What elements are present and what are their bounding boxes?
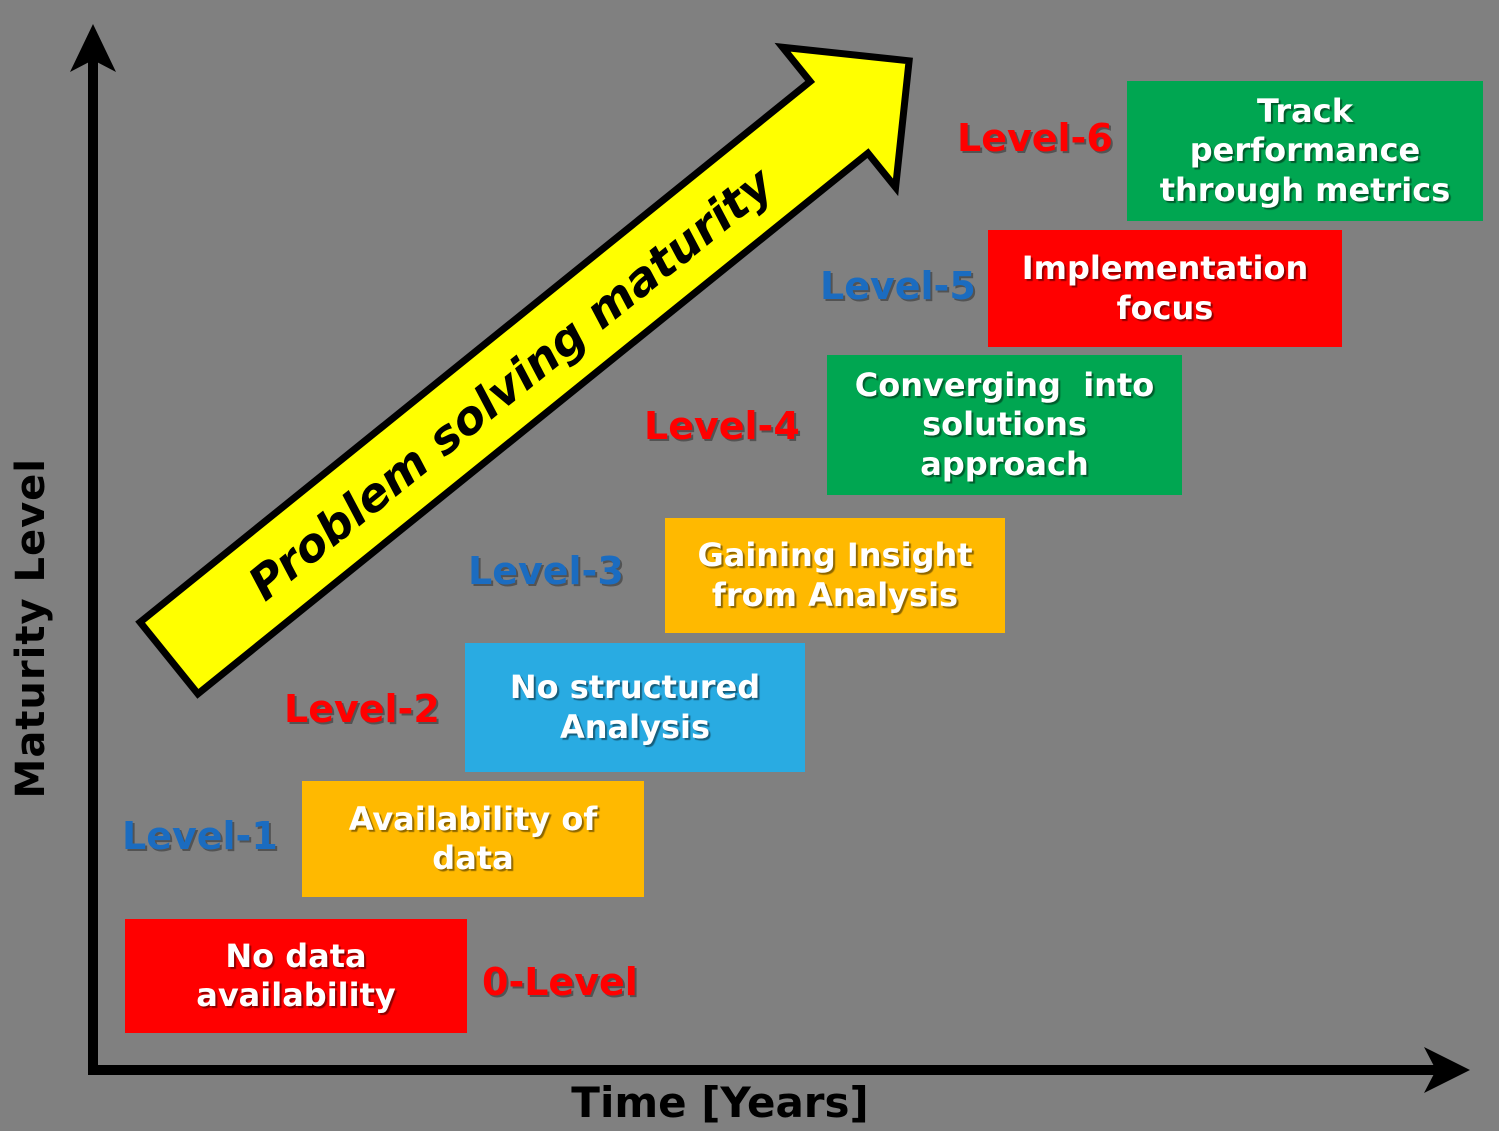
level-2-box: No structured Analysis <box>465 643 805 772</box>
y-axis-title: Maturity Level <box>8 458 54 799</box>
level-6-box-text: Track performance through metrics <box>1159 92 1451 209</box>
level-3-label: Level-3 <box>468 549 624 593</box>
level-0-box: No data availability <box>125 919 467 1033</box>
level-0-box-text: No data availability <box>196 936 396 1014</box>
level-2-box-text: No structured Analysis <box>509 668 761 746</box>
level-6-label: Level-6 <box>957 116 1113 160</box>
level-5-label: Level-5 <box>820 264 976 308</box>
level-4-label: Level-4 <box>644 404 800 448</box>
level-1-box: Availability of data <box>302 781 644 897</box>
level-0-label: 0-Level <box>482 960 638 1004</box>
level-1-label: Level-1 <box>122 814 278 858</box>
level-4-box-text: Converging into solutions approach <box>854 366 1155 483</box>
x-axis-arrowhead-icon <box>1424 1047 1470 1093</box>
level-2-label: Level-2 <box>284 687 440 731</box>
x-axis-line <box>88 1065 1440 1075</box>
y-axis-arrowhead-icon <box>70 24 116 72</box>
level-5-box-text: Implementation focus <box>1021 249 1309 327</box>
level-4-box: Converging into solutions approach <box>827 355 1182 495</box>
level-3-box-text: Gaining Insight from Analysis <box>697 536 973 614</box>
y-axis-line <box>88 40 98 1075</box>
maturity-arrow-shape <box>135 42 913 699</box>
level-6-box: Track performance through metrics <box>1127 81 1483 221</box>
level-1-box-text: Availability of data <box>348 799 598 877</box>
level-5-box: Implementation focus <box>988 230 1342 347</box>
level-3-box: Gaining Insight from Analysis <box>665 518 1005 633</box>
x-axis-title: Time [Years] <box>571 1078 869 1127</box>
